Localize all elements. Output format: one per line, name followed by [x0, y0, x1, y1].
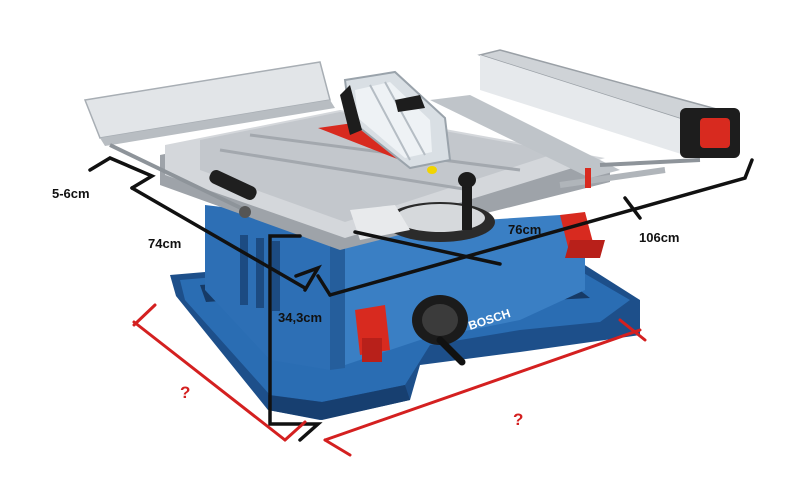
measure-line-height	[268, 234, 323, 442]
label-fence-gap: 5-6cm	[52, 186, 90, 201]
left-extension	[83, 61, 335, 218]
unknown-lines	[132, 303, 647, 457]
label-table-height: 34,3cm	[278, 310, 323, 325]
measure-line-depth	[130, 186, 307, 290]
right-extension	[430, 49, 740, 188]
miter-gauge	[350, 172, 495, 242]
label-table-width-extended: 106cm	[639, 230, 680, 245]
label-table-depth: 74cm	[148, 236, 182, 251]
measure-tick-depth	[294, 264, 322, 292]
measure-tick-left	[316, 274, 332, 297]
table-top	[160, 110, 610, 250]
measure-line-fence-gap	[88, 156, 156, 190]
unknown-line-width	[323, 328, 642, 442]
measure-tick-106	[623, 196, 642, 220]
unknown-base-width: ?	[513, 410, 524, 429]
unknown-line-depth	[132, 320, 287, 442]
label-table-width-front: 76cm	[508, 222, 542, 237]
unknown-base-depth: ?	[180, 383, 191, 402]
measurement-lines	[88, 156, 754, 442]
measure-line-front-width	[353, 230, 502, 266]
red-levers	[355, 212, 605, 362]
blade-guard	[340, 70, 452, 170]
